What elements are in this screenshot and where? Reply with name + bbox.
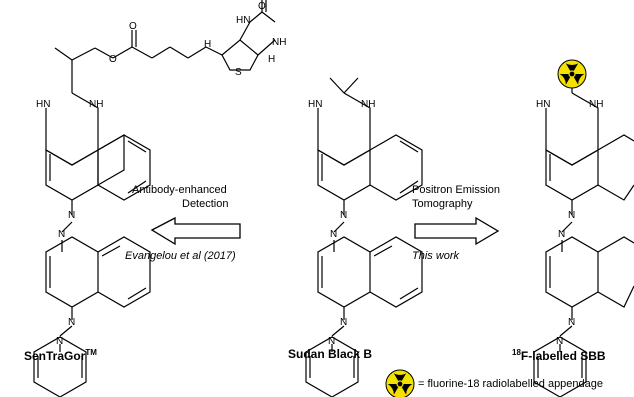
compound-name-sudan-black-b: Sudan Black B [288,347,373,361]
left-hollow-arrow [150,216,241,246]
sudan-black-b-structure [305,77,423,397]
atom-label-nh-biotin: NH [272,37,287,48]
atom-label-o-ester: O [109,54,117,65]
atom-label-hn-right: HN [536,99,551,110]
compound-name-sentragor: SenTraGorTM [24,346,97,363]
radiation-trefoil-icon [557,59,587,89]
atom-label-hn-biotin: HN [236,15,251,26]
atom-label-n1-center: N [340,210,348,221]
atom-label-n4-center: N [328,336,336,347]
right-hollow-arrow [414,216,500,246]
compound-name-sentragor-tm: TM [85,348,97,357]
left-arrow-citation: Evangelou et al (2017) [125,250,236,262]
atom-label-n2-center: N [330,229,338,240]
compound-name-f18-text: F-labelled SBB [520,349,606,363]
atom-label-hn-center: HN [308,99,323,110]
atom-label-nh-left: NH [89,99,104,110]
right-arrow-text-line2: Tomography [412,198,473,210]
atom-label-o-carbonyl: O [129,21,137,32]
atom-label-nh-right: NH [589,99,604,110]
atom-label-n4-right: N [556,336,564,347]
atom-label-n2-left: N [58,229,66,240]
legend-trefoil-icon [385,369,415,397]
atom-label-n2-right: N [558,229,566,240]
atom-label-h-left: H [204,39,212,50]
atom-label-n3-right: N [568,317,576,328]
left-arrow-text-line2: Detection [182,198,229,210]
atom-label-n4-left: N [56,336,64,347]
atom-label-hn-left: HN [36,99,51,110]
compound-name-f18-sbb: 18F-labelled SBB [512,346,606,363]
atom-label-s: S [235,67,242,78]
atom-label-o-urea: O [258,1,266,12]
atom-label-nh-center: NH [361,99,376,110]
atom-label-h-right: H [268,54,276,65]
atom-label-n1-right: N [568,210,576,221]
atom-label-n3-left: N [68,317,76,328]
sentragor-structure [33,0,276,397]
f18-sbb-structure [533,88,634,397]
compound-name-f18-superscript: 18 [512,348,521,357]
atom-label-n3-center: N [340,317,348,328]
legend-text: = fluorine-18 radiolabelled appendage [418,378,604,390]
atom-label-n1-left: N [68,210,76,221]
compound-name-sentragor-text: SenTraGor [24,349,86,363]
right-arrow-note: This work [412,250,460,262]
left-arrow-text-line1: Antibody-enhanced [132,184,227,196]
right-arrow-text-line1: Positron Emission [412,184,501,196]
